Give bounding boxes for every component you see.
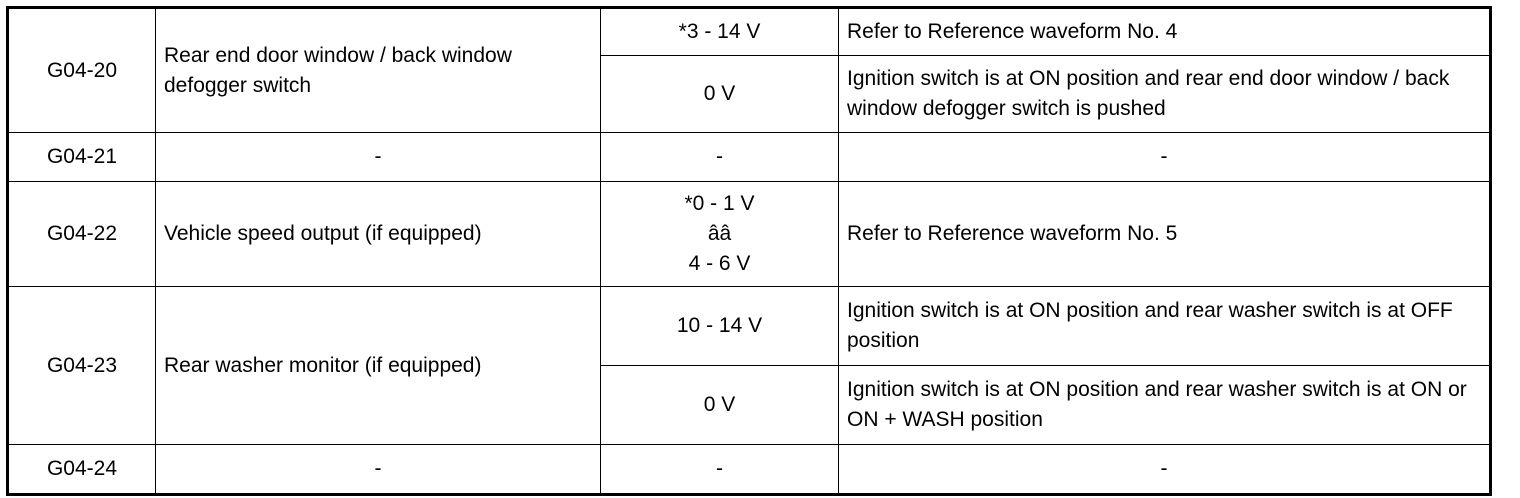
terminal-voltage-table: G04-20 Rear end door window / back windo…: [6, 6, 1492, 496]
voltage-cell: -: [600, 444, 839, 495]
description-cell: -: [155, 132, 601, 182]
voltage-cell: 0 V: [600, 365, 839, 445]
voltage-line: 4 - 6 V: [688, 252, 751, 275]
voltage-line: ââ: [707, 222, 732, 245]
table-row: G04-22 Vehicle speed output (if equipped…: [7, 181, 1491, 287]
terminal-cell: G04-21: [7, 132, 156, 182]
condition-cell: Refer to Reference waveform No. 4: [838, 7, 1491, 56]
description-cell: Vehicle speed output (if equipped): [155, 181, 601, 287]
table-row: 0 V Ignition switch is at ON position an…: [8, 55, 1491, 133]
condition-cell: Ignition switch is at ON position and re…: [838, 286, 1491, 366]
table-row: G04-23 Rear washer monitor (if equipped)…: [7, 286, 1491, 445]
voltage-line: *0 - 1 V: [684, 192, 755, 215]
condition-cell: -: [838, 444, 1491, 495]
condition-cell: Refer to Reference waveform No. 5: [838, 181, 1491, 287]
table-row: G04-24 - - -: [7, 444, 1491, 495]
table-row: G04-20 Rear end door window / back windo…: [7, 7, 1491, 133]
voltage-cell: -: [600, 132, 839, 182]
description-cell: Rear washer monitor (if equipped): [155, 286, 601, 445]
terminal-cell: G04-24: [7, 444, 156, 495]
condition-cell: Ignition switch is at ON position and re…: [838, 55, 1491, 133]
condition-cell: -: [838, 132, 1491, 182]
terminal-cell: G04-23: [7, 286, 156, 445]
condition-cell: Ignition switch is at ON position and re…: [838, 365, 1491, 445]
terminal-cell: G04-20: [7, 7, 156, 133]
description-cell: -: [155, 444, 601, 495]
voltage-cell: *0 - 1 V ââ 4 - 6 V: [600, 181, 839, 287]
table-row: G04-21 - - -: [7, 132, 1491, 182]
voltage-cell: 10 - 14 V: [600, 286, 839, 366]
voltage-cell: 0 V: [600, 55, 839, 133]
description-cell: Rear end door window / back window defog…: [155, 7, 601, 133]
voltage-cell: *3 - 14 V: [600, 7, 839, 56]
terminal-cell: G04-22: [7, 181, 156, 287]
table-row: 0 V Ignition switch is at ON position an…: [8, 365, 1491, 445]
